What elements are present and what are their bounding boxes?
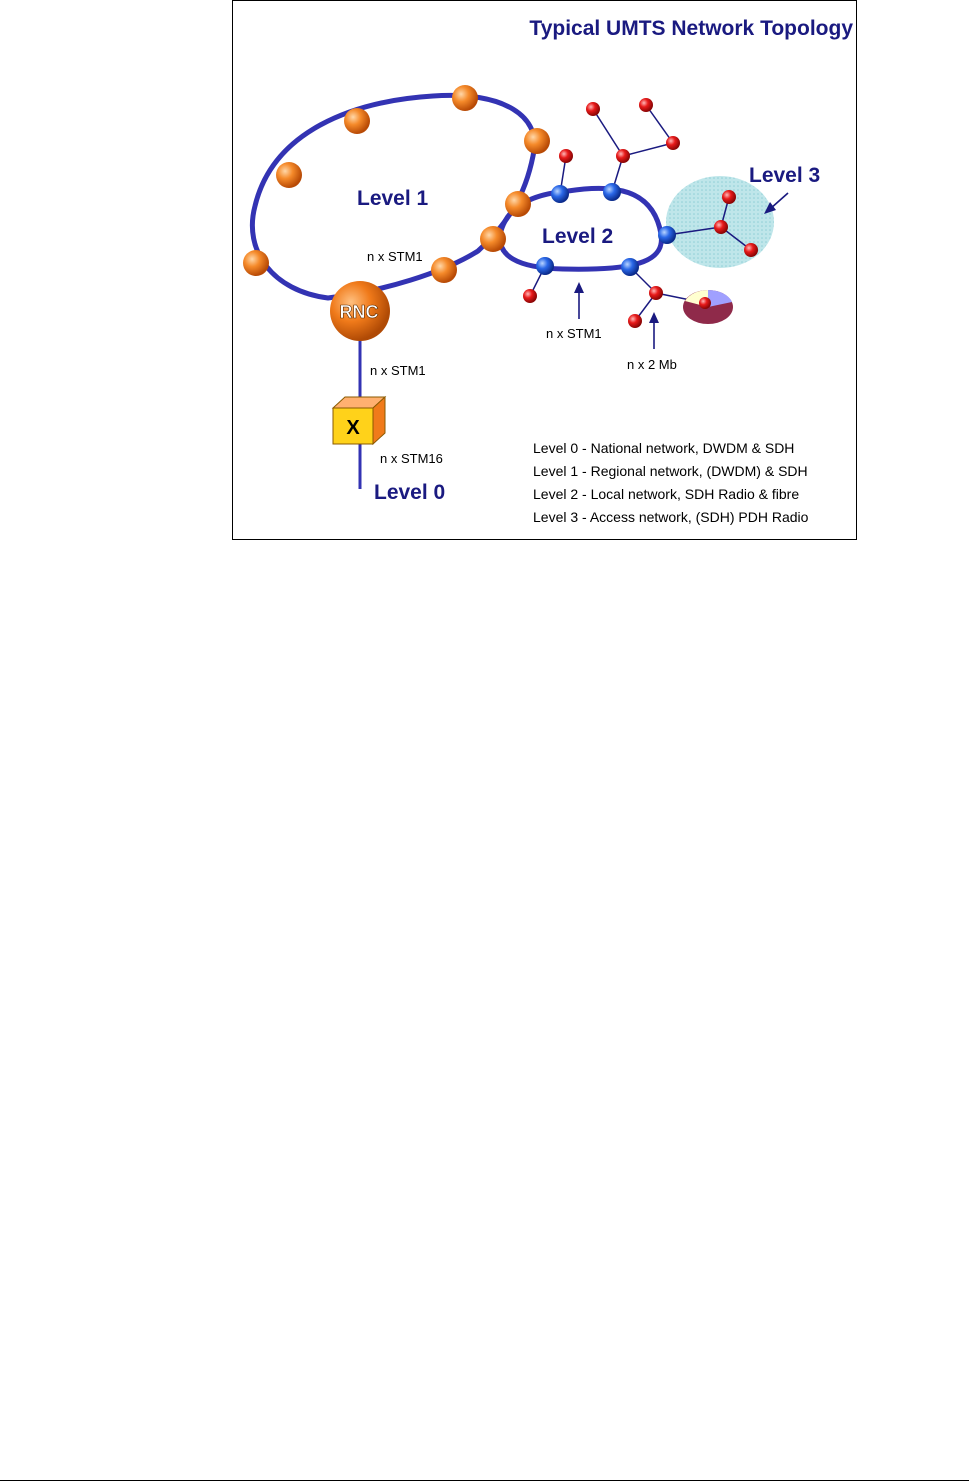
sector-antenna-icon — [683, 290, 733, 324]
level1-node — [524, 128, 550, 154]
access-node — [744, 243, 758, 257]
access-node — [714, 220, 728, 234]
level1-node — [243, 250, 269, 276]
level2-label: Level 2 — [542, 225, 613, 248]
level1-node — [344, 108, 370, 134]
level1-node — [431, 257, 457, 283]
level2-node — [603, 183, 621, 201]
access-link-label: n x 2 Mb — [627, 357, 677, 372]
level0-link-label: n x STM16 — [380, 451, 443, 466]
access-node — [649, 286, 663, 300]
level2-node — [621, 258, 639, 276]
access-node — [586, 102, 600, 116]
access-node — [666, 136, 680, 150]
network-diagram: Typical UMTS Network Topology — [233, 1, 856, 539]
rnc-down-link-label: n x STM1 — [370, 363, 426, 378]
ring1-link-label: n x STM1 — [367, 249, 423, 264]
level2-node — [551, 185, 569, 203]
figure-frame: Typical UMTS Network Topology — [232, 0, 857, 540]
level1-node — [276, 162, 302, 188]
access-node — [559, 149, 573, 163]
legend-line: Level 3 - Access network, (SDH) PDH Radi… — [533, 509, 809, 525]
level3-label: Level 3 — [749, 164, 820, 187]
access-tree-bottom — [530, 266, 705, 321]
level0-label: Level 0 — [374, 481, 445, 504]
access-node — [722, 190, 736, 204]
level1-label: Level 1 — [357, 187, 429, 210]
access-node — [628, 314, 642, 328]
page-bottom-rule — [0, 1480, 969, 1481]
level2-node — [658, 226, 676, 244]
legend: Level 0 - National network, DWDM & SDH L… — [533, 440, 809, 525]
cross-connect-cube: X — [333, 397, 385, 444]
level2-node — [536, 257, 554, 275]
legend-line: Level 2 - Local network, SDH Radio & fib… — [533, 486, 799, 502]
legend-line: Level 1 - Regional network, (DWDM) & SDH — [533, 463, 808, 479]
access-node — [523, 289, 537, 303]
level1-node — [480, 226, 506, 252]
rnc-label: RNC — [340, 302, 379, 322]
access-tree-top — [560, 105, 673, 194]
diagram-title: Typical UMTS Network Topology — [529, 17, 853, 40]
level1-node — [452, 85, 478, 111]
cross-connect-label: X — [346, 417, 360, 439]
level1-node — [505, 191, 531, 217]
legend-line: Level 0 - National network, DWDM & SDH — [533, 440, 794, 456]
ring2-link-label: n x STM1 — [546, 326, 602, 341]
access-node — [616, 149, 630, 163]
access-node — [639, 98, 653, 112]
